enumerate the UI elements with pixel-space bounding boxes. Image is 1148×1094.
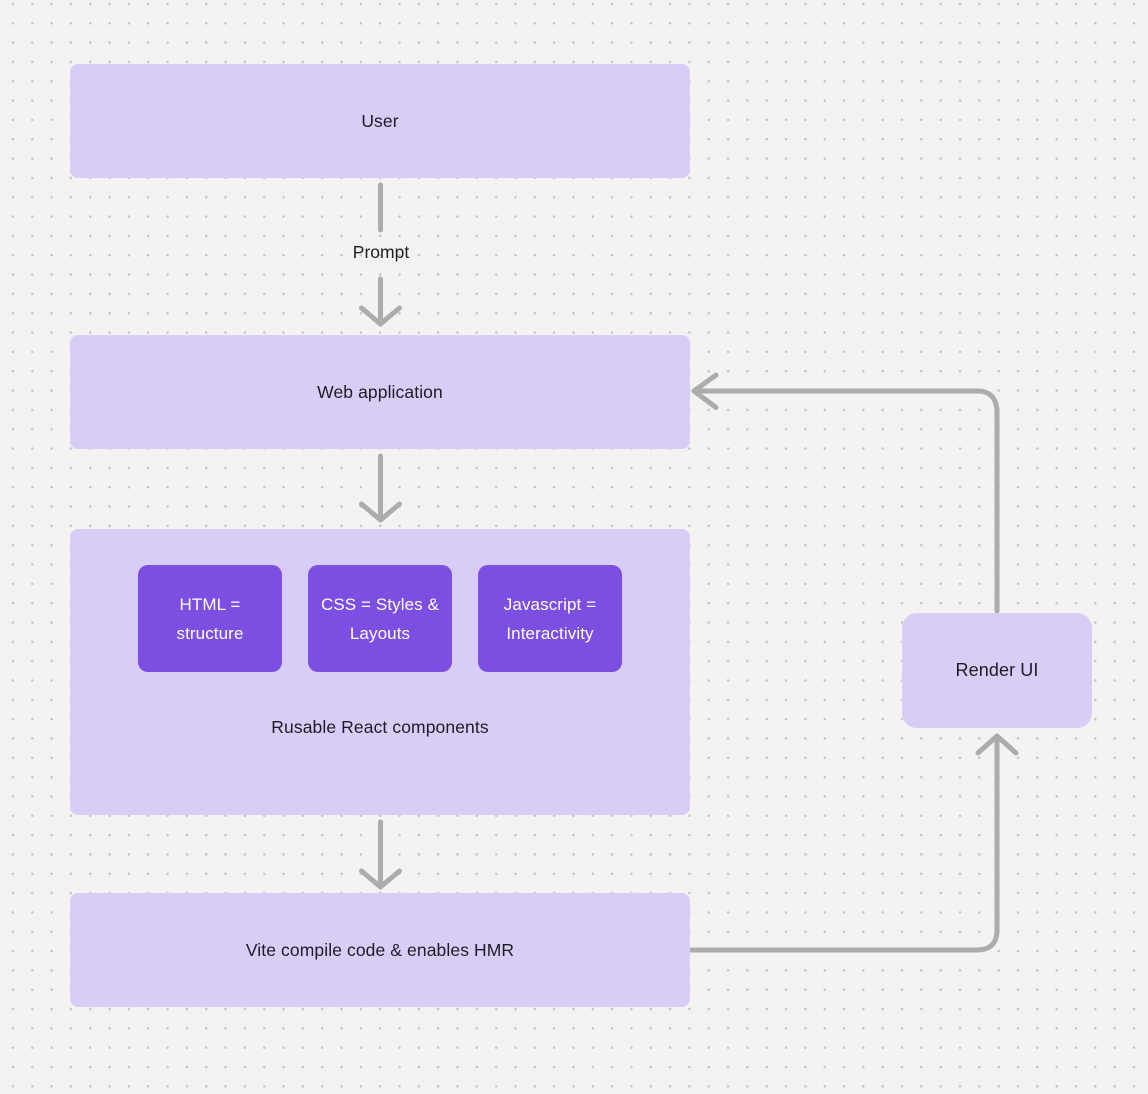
components-caption: Rusable React components bbox=[271, 717, 489, 737]
node-render-ui: Render UI bbox=[902, 613, 1092, 728]
edge-label-prompt: Prompt bbox=[352, 242, 410, 262]
chip-javascript-label: Javascript = Interactivity bbox=[503, 594, 597, 643]
chip-html-label: HTML = structure bbox=[176, 594, 244, 643]
arrowhead-up-render-ui bbox=[975, 733, 1019, 756]
arrowhead-down-web-application bbox=[359, 305, 402, 327]
chip-css: CSS = Styles & Layouts bbox=[308, 565, 452, 672]
components-chip-row: HTML = structure CSS = Styles & Layouts … bbox=[138, 565, 622, 672]
node-user: User bbox=[70, 64, 690, 178]
chip-javascript: Javascript = Interactivity bbox=[478, 565, 622, 672]
chip-css-label: CSS = Styles & Layouts bbox=[320, 594, 440, 643]
node-vite: Vite compile code & enables HMR bbox=[70, 893, 690, 1007]
node-user-label: User bbox=[361, 110, 399, 131]
arrow-vite-to-render-ui bbox=[688, 735, 1000, 953]
arrowhead-down-components bbox=[359, 501, 402, 523]
chip-html: HTML = structure bbox=[138, 565, 282, 672]
arrowhead-down-vite bbox=[359, 868, 402, 890]
node-web-application-label: Web application bbox=[317, 381, 443, 402]
node-web-application: Web application bbox=[70, 335, 690, 449]
node-vite-label: Vite compile code & enables HMR bbox=[245, 939, 515, 960]
node-components-container: HTML = structure CSS = Styles & Layouts … bbox=[70, 529, 690, 815]
node-render-ui-label: Render UI bbox=[955, 660, 1039, 680]
arrow-render-ui-to-web-application bbox=[693, 388, 1000, 614]
arrowhead-left-web-application bbox=[691, 372, 719, 410]
